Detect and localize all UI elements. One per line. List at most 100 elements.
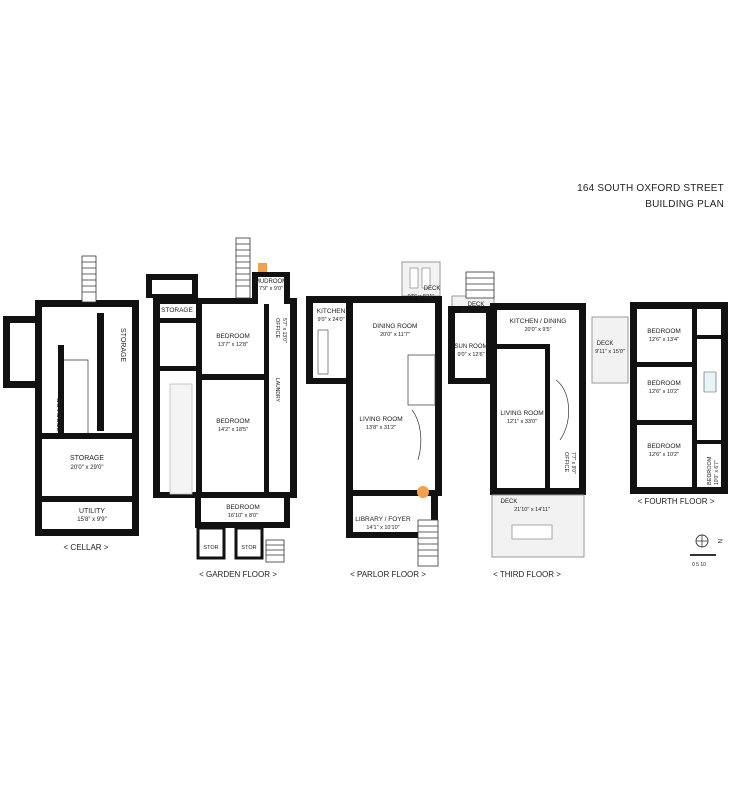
parlor-deck-bench1: [409, 267, 419, 289]
third-kitchen-dim: 20'0" x 9'5": [524, 327, 551, 333]
garden-stor2-label: STOR: [241, 545, 256, 551]
cellar-partition: [97, 313, 104, 431]
parlor-deck: [401, 261, 441, 297]
garden-left-partition: [196, 304, 202, 492]
parlor-kitchen-label: KITCHEN: [317, 308, 346, 315]
parlor-kitchen: [313, 303, 346, 378]
plan-title: 164 SOUTH OXFORD STREET: [577, 183, 724, 194]
garden-bedroom1-dim: 13'7" x 12'8": [218, 342, 248, 348]
third-sunroom: [455, 313, 486, 378]
third-sunroom-label: SUN ROOM: [455, 344, 488, 350]
cellar-interior: [42, 307, 132, 529]
parlor-deck-dim: 9'9" x 9'11": [408, 294, 435, 300]
fourth-bedroom1-label: BEDROOM: [647, 328, 681, 335]
garden-stor2-box: [234, 526, 264, 560]
third-living-label: LIVING ROOM: [500, 410, 543, 417]
fourth-bath-tub: [703, 371, 717, 393]
fourth-bedroom3-label: BEDROOM: [647, 443, 681, 450]
scale-bar: [690, 554, 716, 556]
plan-subtitle: BUILDING PLAN: [645, 199, 724, 210]
garden-office-dim: 5'7" x 13'0": [281, 318, 287, 343]
fourth-bedroom4-dim: 10'0" x 6'7": [714, 460, 720, 485]
cellar-storage-label: STORAGE: [70, 455, 104, 462]
fourth-bedroom4-label: BEDROOM: [707, 456, 713, 485]
third-center-wall: [545, 344, 550, 488]
fourth-bedroom3-dim: 12'6" x 10'2": [649, 452, 679, 458]
garden-stor1-box: [196, 526, 226, 560]
garden-bottom-room: [201, 498, 284, 522]
parlor-floor-plan: KITCHEN 9'0" x 24'0" DECK 9'9" x 9'11" D…: [306, 261, 442, 579]
fourth-bedroom1-dim: 12'6" x 13'4": [649, 337, 679, 343]
cellar-plan: STORAGE STORAGE STORAGE 20'0" x 29'0" UT…: [3, 255, 139, 552]
garden-stor1-label: STOR: [203, 545, 218, 551]
garden-stair-top: [235, 237, 251, 299]
garden-mudroom-label: MUDROOM: [255, 279, 287, 285]
cellar-utility-dim: 15'8" x 9'9": [77, 517, 107, 523]
garden-floor-plan: STORAGE MUDROOM 7'9" x 9'0" BEDROOM 13'7…: [146, 237, 297, 579]
third-roof-stair: [465, 271, 495, 299]
parlor-floor-name: < PARLOR FLOOR >: [350, 570, 426, 579]
garden-door-marker: [258, 263, 267, 272]
fourth-deck-label: DECK: [597, 341, 614, 347]
third-deck-bottom-label: DECK: [501, 499, 518, 505]
fourth-closet-wall: [697, 335, 721, 339]
parlor-library-dim: 14'1" x 10'10": [366, 525, 399, 531]
third-office-label: OFFICE: [563, 452, 569, 472]
garden-floor-name: < GARDEN FLOOR >: [199, 570, 277, 579]
garden-walkway: [169, 383, 193, 495]
cellar-divider: [42, 433, 132, 439]
cellar-storage-right-label: STORAGE: [119, 328, 126, 362]
fourth-divider1: [637, 362, 692, 367]
third-deck-bottom-dim: 21'10" x 14'11": [514, 507, 550, 513]
parlor-entry-stair: [417, 519, 439, 567]
garden-bath-wall: [160, 366, 196, 371]
parlor-stair-hall: [407, 354, 436, 406]
cellar-outline: [64, 359, 89, 433]
cellar-utility-wall: [42, 496, 132, 502]
garden-office-label: OFFICE: [274, 318, 280, 338]
parlor-curved-stair: [411, 409, 422, 461]
scale-text: 0 5 10: [692, 562, 706, 568]
garden-bedroom2-label: BEDROOM: [216, 418, 250, 425]
fourth-deck-dim: 9'11" x 15'0": [595, 349, 625, 355]
cellar-floor-name: < CELLAR >: [64, 543, 109, 552]
parlor-door-marker: [417, 486, 429, 498]
parlor-kitchen-counter: [317, 329, 329, 375]
third-interior: [497, 310, 579, 488]
garden-laundry-label: LAUNDRY: [274, 378, 280, 402]
garden-bedroom-divider: [202, 374, 264, 380]
parlor-interior: [353, 303, 435, 490]
third-living-dim: 12'1" x 33'0": [507, 419, 537, 425]
fourth-floor-plan: DECK 9'11" x 15'0" BEDROOM 12'6" x 13'4"…: [591, 302, 728, 506]
third-deck-top-label: DECK: [468, 302, 485, 308]
fourth-floor-name: < FOURTH FLOOR >: [638, 497, 715, 506]
garden-bedroom1-label: BEDROOM: [216, 333, 250, 340]
third-curved-stair: [555, 379, 570, 441]
garden-stair-bottom: [265, 539, 285, 563]
parlor-living-label: LIVING ROOM: [359, 416, 402, 423]
garden-annex: [152, 280, 192, 294]
garden-bedroom2-dim: 14'2" x 18'5": [218, 427, 248, 433]
cellar-utility-label: UTILITY: [79, 508, 105, 515]
parlor-deck-label: DECK: [424, 286, 441, 292]
third-office-dim: 7'7" x 9'0": [570, 452, 576, 474]
garden-storage-label: STORAGE: [161, 307, 193, 314]
cellar-inner-wall: [58, 345, 64, 433]
fourth-center-wall: [692, 309, 697, 487]
garden-mudroom: [258, 277, 284, 304]
third-floor-name: < THIRD FLOOR >: [493, 570, 561, 579]
garden-right-partition: [264, 304, 269, 492]
parlor-kitchen-dim: 9'0" x 24'0": [317, 317, 344, 323]
third-deck-table: [511, 524, 553, 540]
compass-north-label: N: [716, 539, 722, 543]
third-floor-plan: DECK 11'4" x 10'4" SUN ROOM 9'0" x 12'6"…: [448, 271, 586, 579]
parlor-dining-label: DINING ROOM: [373, 323, 418, 330]
parlor-deck-bench2: [421, 267, 431, 289]
third-kitchen-label: KITCHEN / DINING: [510, 318, 567, 325]
parlor-dining-dim: 20'0" x 11'7": [380, 332, 410, 338]
fourth-deck: [591, 316, 629, 384]
garden-bedroom3-dim: 16'10" x 8'0": [228, 513, 258, 519]
cellar-stair: [81, 255, 97, 303]
fourth-bedroom2-dim: 12'6" x 10'2": [649, 389, 679, 395]
